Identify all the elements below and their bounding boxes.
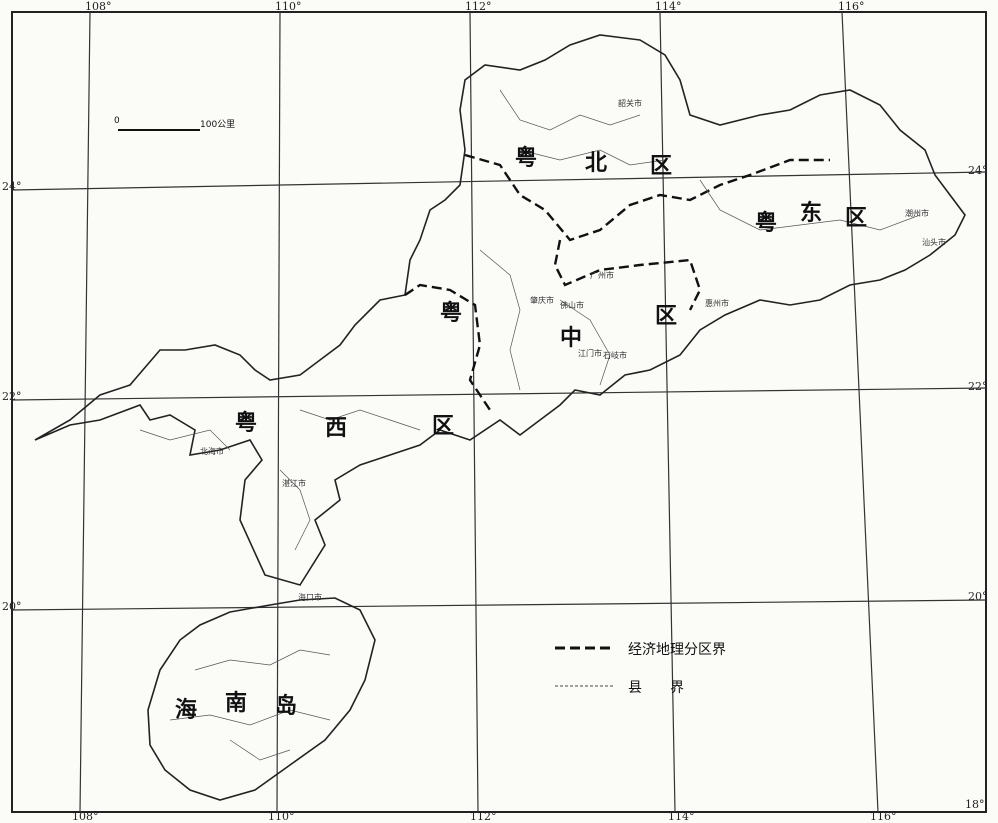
region-central-1: 粤 [440, 300, 463, 326]
city-label-guangzhou: 广州市 [590, 271, 614, 280]
region-west-1: 粤 [235, 410, 258, 436]
city-label-jiangmen: 江门市 [578, 349, 602, 358]
region-west-2: 西 [325, 415, 348, 441]
lon-top-112: 112° [465, 0, 492, 13]
region-east-2: 东 [800, 200, 823, 226]
region-central-2: 中 [560, 325, 583, 351]
lon-bottom-116: 116° [870, 810, 897, 823]
region-east-1: 粤 [755, 210, 778, 236]
lon-top-108: 108° [85, 0, 112, 13]
lat-left-20: 20° [2, 600, 22, 613]
city-label-foshan: 佛山市 [560, 301, 584, 310]
meridian-110 [276, 11, 281, 813]
graticule [11, 11, 987, 813]
city-label-shantou: 汕头市 [922, 238, 946, 247]
lon-top-114: 114° [655, 0, 682, 13]
lon-bottom-112: 112° [470, 810, 497, 823]
city-label-shaoguan: 韶关市 [618, 99, 642, 108]
county-boundaries [139, 89, 921, 551]
region-west-3: 区 [432, 413, 455, 439]
region-central-3: 区 [655, 303, 678, 329]
lat-right-18: 18° [965, 798, 985, 811]
city-label-haikou: 海口市 [298, 593, 322, 602]
lon-bottom-114: 114° [668, 810, 695, 823]
region-boundaries [404, 153, 830, 411]
legend-region-label: 经济地理分区界 [628, 642, 726, 658]
region-hainan-1: 海 [175, 697, 198, 723]
city-label-shiqi: 石岐市 [603, 351, 627, 360]
lat-right-24: 24° [968, 164, 988, 177]
region-hainan-3: 岛 [275, 693, 298, 719]
hainan-counties [169, 649, 331, 761]
city-label-huizhou: 惠州市 [705, 299, 729, 308]
map-frame [11, 11, 987, 813]
region-east-3: 区 [845, 205, 868, 231]
city-label-chaozhou: 潮州市 [905, 209, 929, 218]
meridian-116 [841, 11, 879, 813]
parallel-20 [11, 599, 987, 611]
meridian-114 [659, 11, 676, 813]
lon-top-110: 110° [275, 0, 302, 13]
lon-top-116: 116° [838, 0, 865, 13]
lon-bottom-110: 110° [268, 810, 295, 823]
city-label-zhanjiang: 湛江市 [282, 479, 306, 488]
region-north-3: 区 [650, 153, 673, 179]
region-north-2: 北 [585, 150, 608, 176]
lat-left-22: 22° [2, 390, 22, 403]
lat-right-22: 22° [968, 380, 988, 393]
scale-end: 100公里 [200, 120, 236, 130]
region-hainan-2: 南 [225, 690, 248, 716]
scale-start: 0 [114, 116, 120, 126]
legend-county-label: 县 界 [628, 680, 684, 696]
lon-bottom-108: 108° [72, 810, 99, 823]
lat-right-20: 20° [968, 590, 988, 603]
meridian-108 [79, 11, 91, 813]
city-label-zhaoqing: 肇庆市 [530, 296, 554, 305]
hainan-outline [147, 597, 376, 801]
city-label-beihai: 北海市 [200, 447, 224, 456]
parallel-24 [11, 171, 987, 191]
lat-left-24: 24° [2, 180, 22, 193]
parallel-22 [11, 387, 987, 401]
meridian-112 [469, 11, 479, 813]
region-north-1: 粤 [515, 145, 538, 171]
mainland-outline [34, 34, 966, 586]
